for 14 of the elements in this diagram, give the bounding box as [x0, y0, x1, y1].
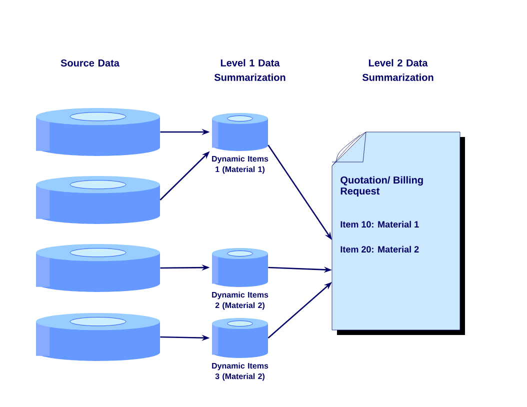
node-label: Dynamic Items 1 (Material 1): [212, 156, 268, 174]
document-page: Quotation/ Billing Request Item 10: Material 1 Item 20: Material 2: [332, 132, 465, 335]
database-cylinder: [36, 108, 160, 156]
column-heading: Level 1 Data Summarization: [214, 59, 286, 81]
database-cylinder: [212, 318, 268, 358]
database-cylinder: [36, 313, 160, 361]
database-cylinder: [212, 248, 268, 287]
column-heading: Source Data: [60, 59, 120, 67]
node-label: Dynamic Items 3 (Material 2): [212, 362, 268, 381]
column-heading: Level 2 Data Summarization: [362, 59, 434, 81]
database-cylinder: [36, 244, 160, 292]
database-cylinder: [36, 176, 160, 224]
node-label: Dynamic Items 2 (Material 2): [212, 292, 268, 310]
database-cylinder: [212, 113, 268, 151]
